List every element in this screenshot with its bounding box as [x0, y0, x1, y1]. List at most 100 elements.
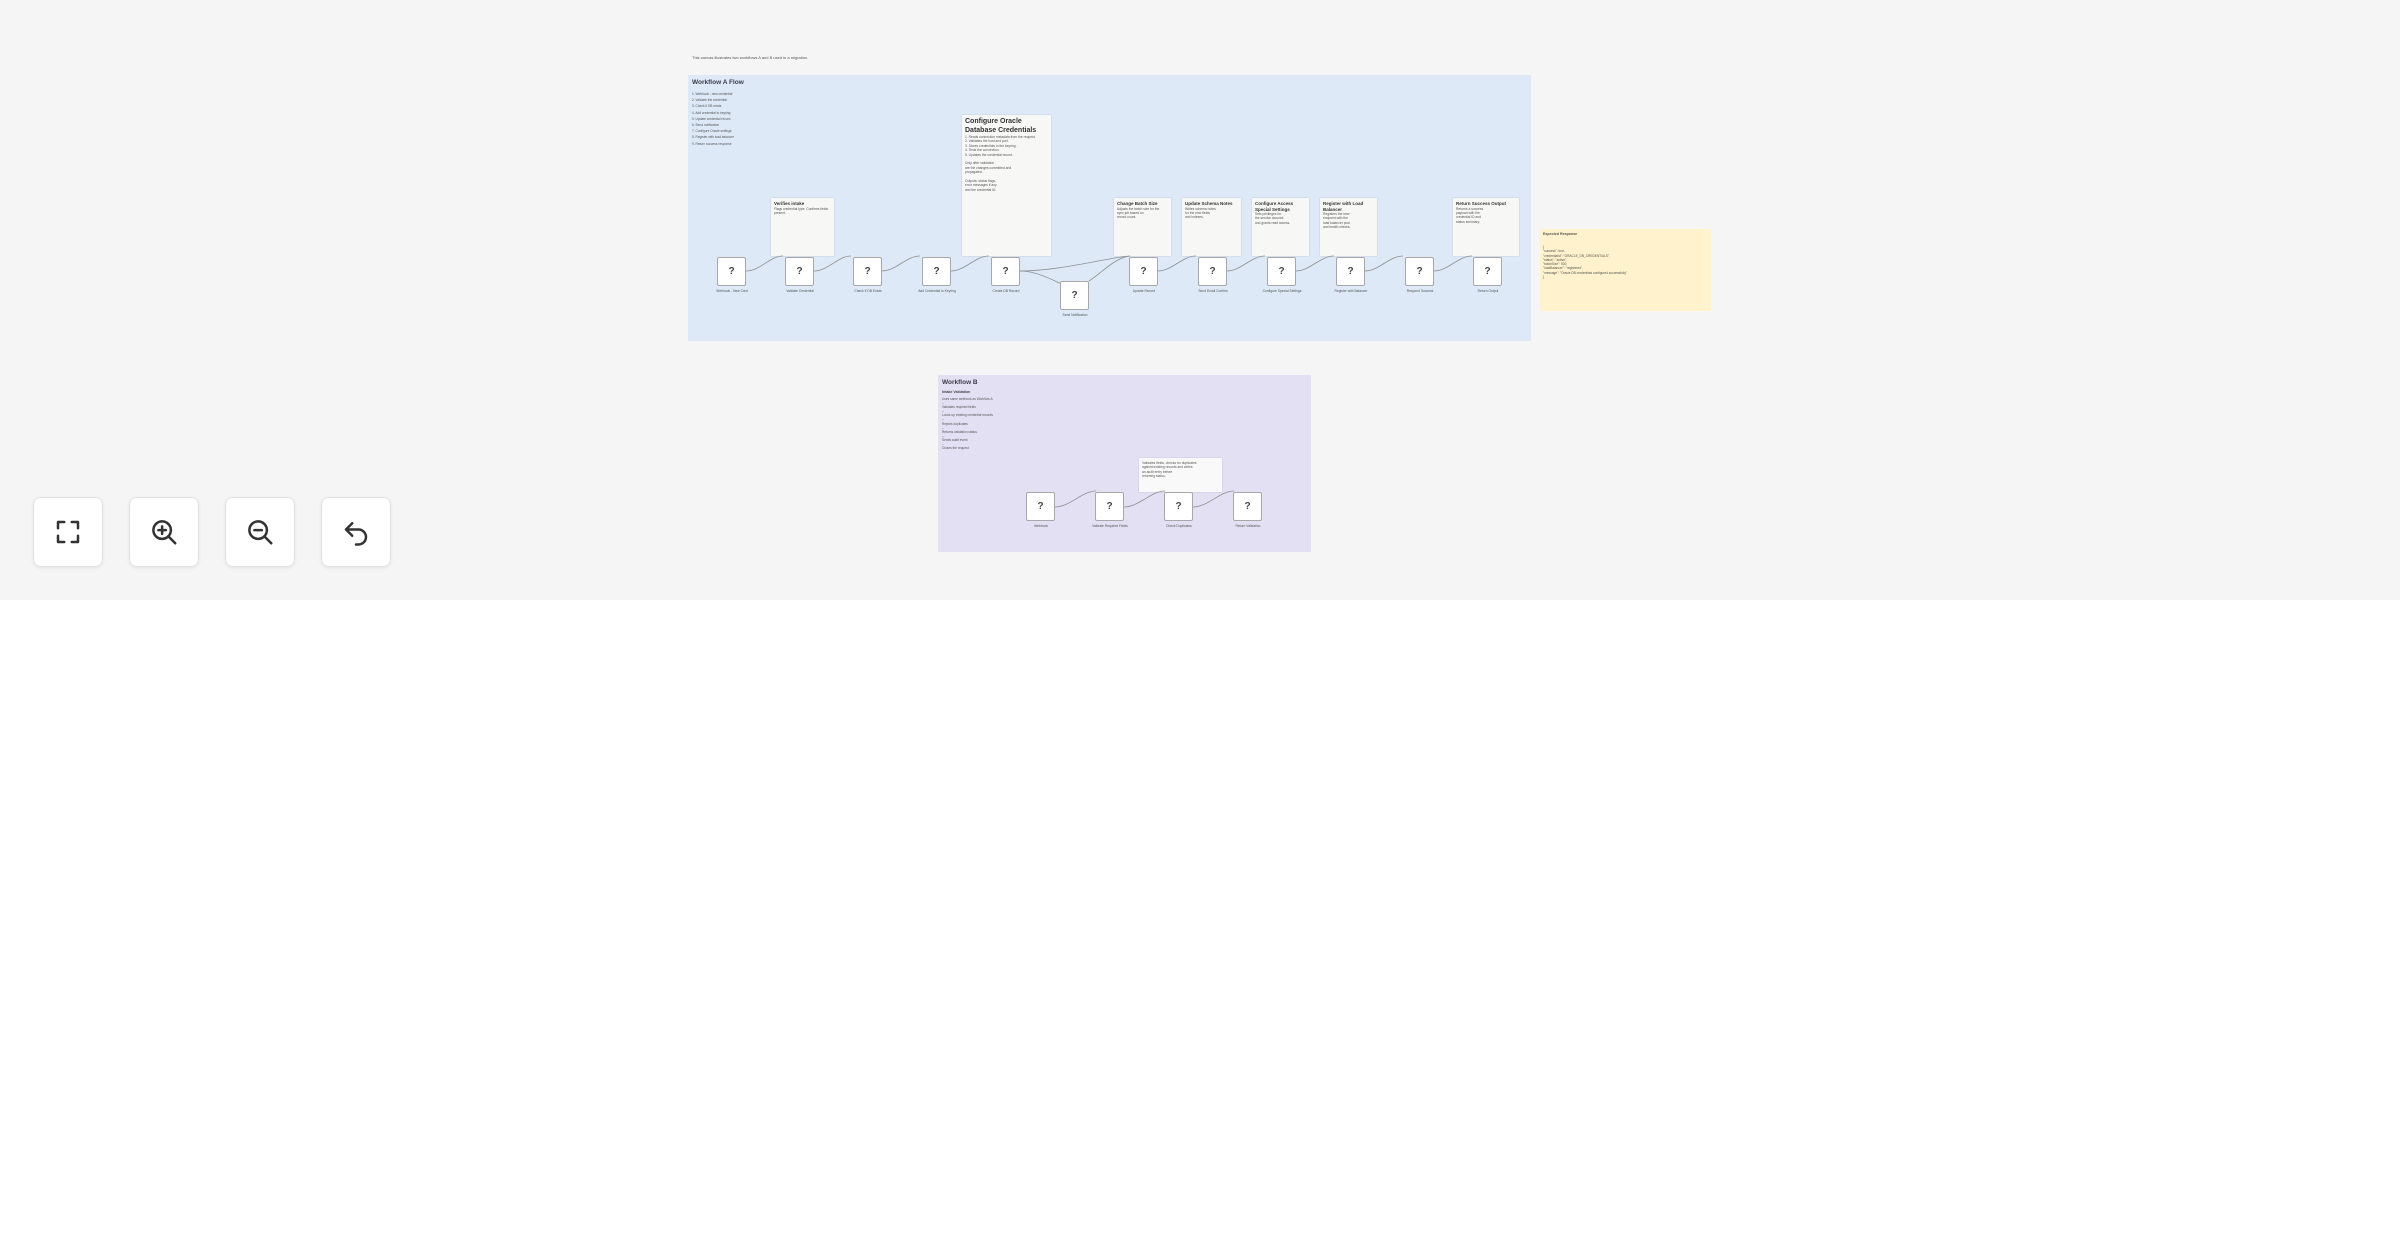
- workflow-node[interactable]: ?: [717, 257, 746, 286]
- sticky-note-large[interactable]: Configure Oracle Database Credentials 1.…: [962, 115, 1051, 256]
- unknown-node-icon: ?: [1175, 501, 1182, 512]
- node-label: Webhook - New Cred: [716, 289, 748, 293]
- unknown-node-icon: ?: [1071, 290, 1078, 301]
- workflow-node[interactable]: ?: [1336, 257, 1365, 286]
- unknown-node-icon: ?: [796, 266, 803, 277]
- workflow-node[interactable]: ?: [1095, 492, 1124, 521]
- zoom-out-button[interactable]: [225, 497, 295, 567]
- workflow-node[interactable]: ?: [853, 257, 882, 286]
- sticky-note[interactable]: Configure Access Special Settings Sets p…: [1252, 198, 1309, 256]
- zoom-in-button[interactable]: [129, 497, 199, 567]
- sticky-body: Writes schema notes for the new fields a…: [1185, 206, 1216, 220]
- sticky-body: Adjusts the batch size for the sync job …: [1117, 206, 1160, 220]
- fullscreen-icon: [56, 520, 80, 544]
- unknown-node-icon: ?: [1244, 501, 1251, 512]
- node-label: Validate Credential: [786, 289, 814, 293]
- sticky-note[interactable]: Register with Load Balancer Registers th…: [1320, 198, 1377, 256]
- node-label: Check If DB Exists: [854, 289, 882, 293]
- node-label: Return Validation: [1235, 524, 1261, 528]
- sticky-note[interactable]: Return Success Output Returns a success …: [1453, 198, 1519, 256]
- sticky-title: Return Success Output: [1456, 201, 1507, 206]
- sticky-title: Configure Access Special Settings: [1255, 201, 1294, 212]
- fit-view-button[interactable]: [33, 497, 103, 567]
- workflow-node[interactable]: ?: [991, 257, 1020, 286]
- sticky-note[interactable]: Validates fields, checks for duplicates …: [1139, 458, 1222, 492]
- canvas-controls: [33, 497, 391, 567]
- node-label: Validate Required Fields: [1092, 524, 1128, 528]
- connector: [1192, 490, 1235, 508]
- connector: [1088, 255, 1131, 282]
- undo-button[interactable]: [321, 497, 391, 567]
- node-label: Create DB Record: [992, 289, 1020, 293]
- diagram: This canvas illustrates two workflows A …: [0, 0, 2400, 600]
- sticky-note[interactable]: Change Batch Size Adjusts the batch size…: [1114, 198, 1171, 256]
- workflow-node[interactable]: ?: [1129, 257, 1158, 286]
- workflow-a-step: 1. Webhook - new credential: [692, 92, 733, 96]
- node-label: Send Notification: [1062, 313, 1088, 317]
- sticky-title: Verifies intake: [774, 201, 805, 206]
- connector: [1433, 255, 1473, 272]
- connector: [881, 255, 921, 272]
- sticky-note[interactable]: Update Schema Notes Writes schema notes …: [1182, 198, 1241, 256]
- unknown-node-icon: ?: [1416, 266, 1423, 277]
- workflow-a-step: 9. Return success response: [692, 141, 732, 146]
- sticky-body: 1. Reads connection metadata from the re…: [965, 135, 1036, 192]
- node-label: Configure Special Settings: [1262, 289, 1302, 293]
- connector: [1054, 490, 1097, 508]
- unknown-node-icon: ?: [1484, 266, 1491, 277]
- sticky-body: Sets privileges for the service account …: [1255, 212, 1291, 225]
- unknown-node-icon: ?: [1002, 266, 1009, 277]
- workflow-a-step: 6. Send notification: [692, 123, 720, 128]
- workflow-node[interactable]: ?: [1198, 257, 1227, 286]
- workflow-b-group[interactable]: Workflow B Intake Validation Uses same w…: [938, 375, 1311, 552]
- connector: [1123, 490, 1166, 508]
- unknown-node-icon: ?: [1347, 266, 1354, 277]
- workflow-node[interactable]: ?: [1026, 492, 1055, 521]
- unknown-node-icon: ?: [1037, 501, 1044, 512]
- workflow-a-step: 8. Register with load balancer: [692, 135, 734, 140]
- workflow-canvas[interactable]: This canvas illustrates two workflows A …: [0, 0, 2400, 600]
- unknown-node-icon: ?: [1278, 266, 1285, 277]
- node-label: Return Output: [1477, 289, 1499, 293]
- connector: [950, 255, 990, 272]
- workflow-node[interactable]: ?: [1060, 281, 1089, 310]
- connector: [1019, 255, 1131, 272]
- workflow-node[interactable]: ?: [785, 257, 814, 286]
- workflow-b-subtitle: Intake Validation: [942, 390, 971, 394]
- canvas-banner: This canvas illustrates two workflows A …: [692, 55, 809, 60]
- node-label: Update Record: [1132, 289, 1156, 293]
- workflow-a-step: 4. Add credential to keyring: [692, 110, 731, 115]
- unknown-node-icon: ?: [728, 266, 735, 277]
- workflow-b-title: Workflow B: [942, 379, 978, 386]
- sticky-body: Flags credential type. Confirms fields p…: [774, 206, 829, 215]
- zoom-out-icon: [248, 520, 273, 545]
- node-label: Webhook: [1034, 524, 1048, 528]
- note-body: { "success": true, "credentialId": "ORAC…: [1543, 245, 1628, 280]
- expected-response-note[interactable]: Expected Response { "success": true, "cr…: [1540, 229, 1711, 311]
- connector: [813, 255, 852, 272]
- workflow-node[interactable]: ?: [1233, 492, 1262, 521]
- workflow-node[interactable]: ?: [922, 257, 951, 286]
- sticky-title: Register with Load Balancer: [1323, 201, 1364, 212]
- node-label: Register with Balancer: [1334, 289, 1368, 293]
- node-label: Check Duplicates: [1166, 524, 1192, 528]
- undo-icon: [344, 522, 368, 546]
- connector: [1364, 255, 1404, 272]
- note-title: Expected Response: [1543, 232, 1578, 236]
- workflow-a-step: 3. Check if DB exists: [692, 104, 722, 109]
- connector: [1157, 255, 1197, 272]
- workflow-node[interactable]: ?: [1405, 257, 1434, 286]
- workflow-a-steps: 1. Webhook - new credential 2. Validate …: [692, 91, 734, 147]
- node-label: Send Email Confirm: [1198, 289, 1228, 293]
- workflow-node[interactable]: ?: [1267, 257, 1296, 286]
- connector: [1295, 255, 1335, 272]
- connector: [745, 255, 784, 272]
- sticky-note[interactable]: Verifies intake Flags credential type. C…: [771, 198, 834, 256]
- sticky-body: Returns a success payload with the crede…: [1456, 206, 1484, 224]
- node-label: Respond Success: [1406, 289, 1434, 293]
- unknown-node-icon: ?: [1140, 266, 1147, 277]
- workflow-node[interactable]: ?: [1164, 492, 1193, 521]
- workflow-node[interactable]: ?: [1473, 257, 1502, 286]
- workflow-a-step: 7. Configure Oracle settings: [692, 129, 732, 134]
- sticky-body: Registers the new endpoint with the load…: [1323, 212, 1351, 230]
